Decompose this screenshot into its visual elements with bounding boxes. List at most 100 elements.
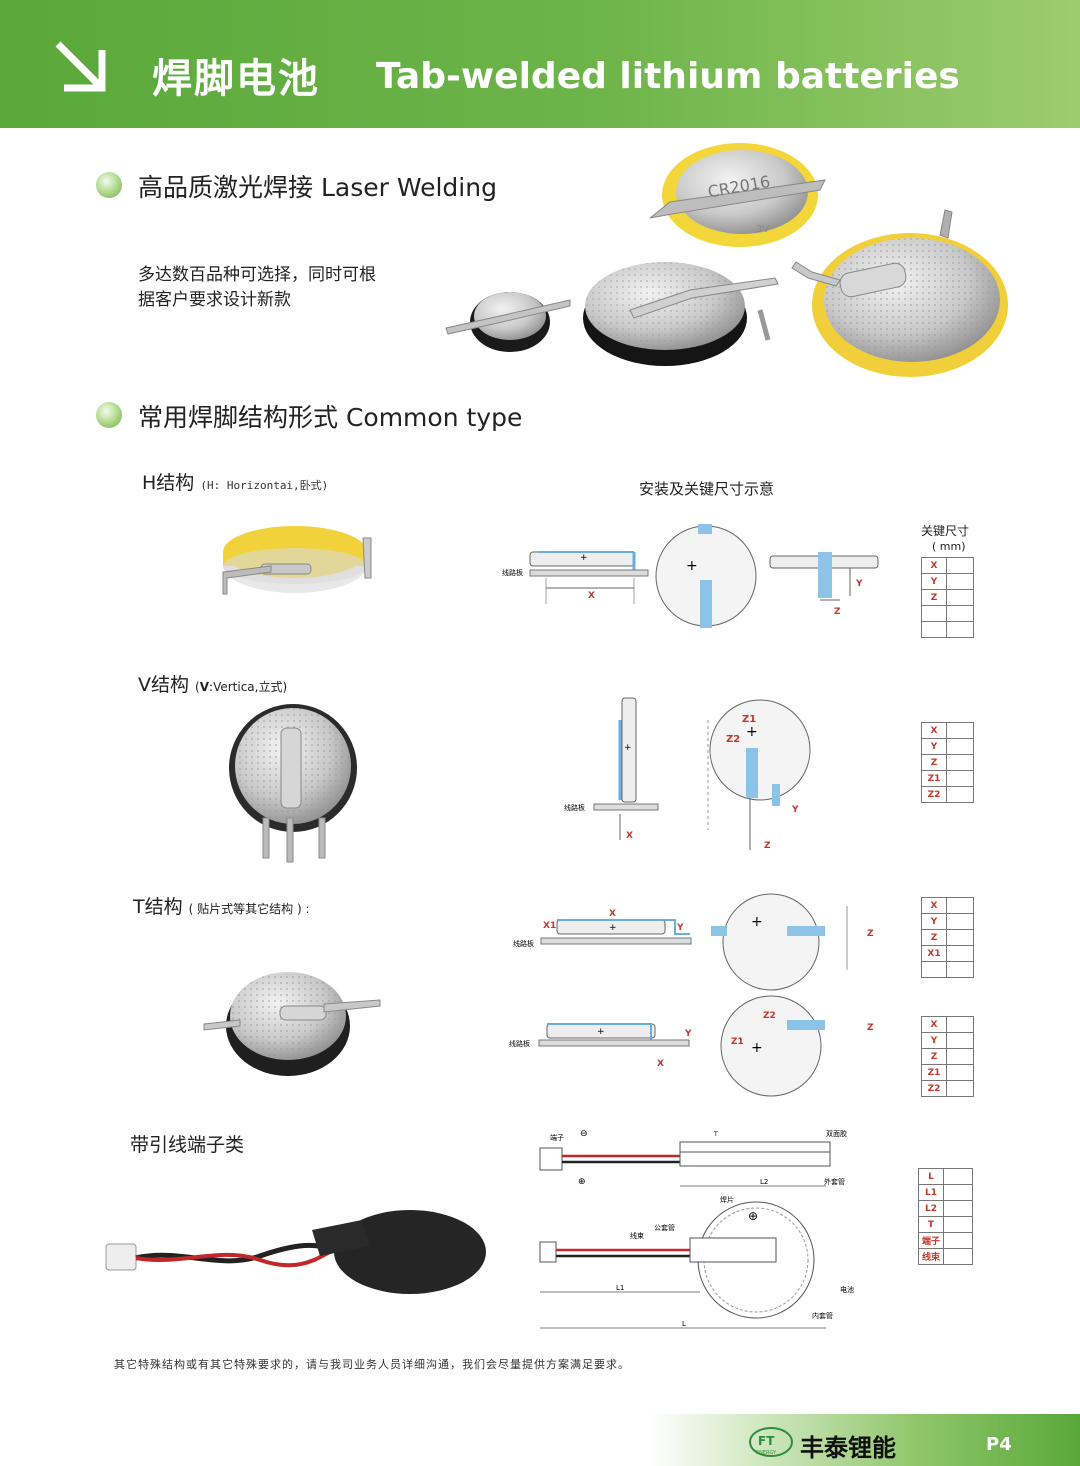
h-type-title: H结构 (H: Horizontai,卧式) [142,468,328,495]
dim-label: L2 [918,1200,944,1217]
page-header: 焊脚电池 Tab-welded lithium batteries [0,0,1080,128]
dim-label: Z [921,589,947,606]
svg-text:Y: Y [855,579,863,589]
t-type-label: T结构 [133,896,183,918]
h-type-dim-table: X Y Z [921,557,974,638]
dim-label: Y [921,738,947,755]
svg-text:Z: Z [764,841,771,851]
t-type-diagram: 线路板 + X1 X Y + Z 线路板 + Y X + Z1 Z2 Z [509,893,874,1097]
v-type-diagram: 线路板 + X + Z1 Z2 Y Z [564,697,811,851]
lead-type-dim-table: L L1 L2 T 端子 线束 [918,1168,973,1265]
svg-text:X: X [609,909,616,919]
label-l: L [682,1320,686,1328]
t-type-dim-table-b: X Y Z Z1 Z2 [921,1016,974,1097]
laser-desc-line2: 据客户要求设计新款 [138,290,291,310]
svg-text:X: X [657,1059,664,1069]
battery-print-voltage: 3V [756,224,769,235]
t-type-note: ( 贴片式等其它结构 ) : [188,902,310,916]
board-label: 线路板 [564,803,585,812]
brand-logo: FT ENERGY [749,1427,793,1457]
svg-text:Z2: Z2 [763,1011,776,1021]
footer-band [0,1414,1080,1466]
battery-yellow-small: CR2016 3V [649,143,826,247]
t-type-photo [203,972,381,1076]
svg-text:X: X [588,591,595,601]
battery-black-medium [583,262,779,366]
svg-text:⊕: ⊕ [748,1209,758,1223]
key-dim-unit: ( mm) [932,540,966,553]
battery-black-small [445,292,571,352]
svg-text:Z1: Z1 [742,714,756,725]
dim-label: X1 [921,945,947,962]
v-type-note-bold: V [199,680,210,694]
label-outer-sleeve: 外套管 [824,1177,845,1186]
laser-section-title: 高品质激光焊接 Laser Welding [138,173,497,202]
h-type-note: (H: Horizontai,卧式) [200,479,329,492]
dim-label: 端子 [918,1232,944,1249]
header-title-cn: 焊脚电池 [152,56,320,102]
v-type-photo [229,704,357,863]
lead-type-photo [105,1210,486,1294]
dim-label: X [921,1016,947,1033]
v-type-title: V结构 (V:Vertica,立式) [138,670,287,697]
laser-desc-line1: 多达数百品种可选择，同时可根 [138,265,376,285]
label-inner-sleeve: 内套管 [812,1311,833,1320]
dim-label: Z [921,929,947,946]
brand-name: 丰泰锂能 [800,1434,896,1462]
dim-label: L1 [918,1184,944,1201]
label-l1: L1 [616,1284,624,1292]
dim-label: Y [921,1032,947,1049]
section-bullet [96,402,122,428]
dim-label: Y [921,573,947,590]
v-type-label: V结构 [138,674,189,696]
svg-text:+: + [686,558,698,574]
svg-text:线路板: 线路板 [509,1039,530,1048]
t-type-title: T结构 ( 贴片式等其它结构 ) : [133,892,310,919]
dim-label: 线束 [918,1248,944,1265]
label-double-tape: 双面胶 [826,1129,847,1138]
common-section-title: 常用焊脚结构形式 Common type [138,403,523,432]
t-type-dim-table-a: X Y Z X1 [921,897,974,978]
page-number: P4 [986,1434,1012,1455]
dim-label: Z [921,754,947,771]
svg-text:Z: Z [867,929,874,939]
dim-label: Y [921,913,947,930]
dim-label: Z1 [921,1064,947,1081]
svg-text:+: + [597,1027,605,1037]
dim-label: X [921,722,947,739]
label-harness: 线束 [630,1231,644,1240]
h-type-diagram: 线路板 + X + Y Z [502,524,879,628]
arrow-down-right-icon [55,41,106,92]
h-type-photo [222,526,372,595]
h-type-label: H结构 [142,472,195,494]
svg-text:+: + [751,1040,763,1056]
svg-text:Z1: Z1 [731,1037,744,1047]
board-label: 线路板 [502,568,523,577]
label-weld-tab: 焊片 [720,1195,734,1204]
key-dim-title: 关键尺寸 [921,524,970,538]
svg-text:+: + [624,743,632,753]
svg-text:Y: Y [684,1029,692,1039]
svg-text:Z: Z [867,1023,874,1033]
svg-text:⊖: ⊖ [580,1129,588,1139]
logo-sub: ENERGY [756,1450,777,1456]
label-male-pin: 公套管 [654,1223,675,1232]
label-terminal: 端子 [550,1133,564,1142]
label-battery: 电池 [840,1285,854,1294]
dim-label: Z2 [921,1080,947,1097]
dim-label: L [918,1168,944,1185]
footnote: 其它特殊结构或有其它特殊要求的，请与我司业务人员详细沟通，我们会尽量提供方案满足… [114,1358,630,1371]
dim-label: X [921,557,947,574]
label-t: T [713,1131,718,1138]
board-label: 线路板 [513,939,534,948]
svg-text:+: + [746,724,758,740]
section-bullet [96,172,122,198]
header-title-en: Tab-welded lithium batteries [376,56,960,97]
battery-yellow-large [791,209,1008,377]
dim-label: Z2 [921,786,947,803]
svg-text:+: + [609,923,617,933]
v-type-note: :Vertica,立式) [209,680,288,694]
dim-label: Z1 [921,770,947,787]
logo-mark: FT [758,1434,775,1448]
svg-text:Z: Z [834,607,841,617]
